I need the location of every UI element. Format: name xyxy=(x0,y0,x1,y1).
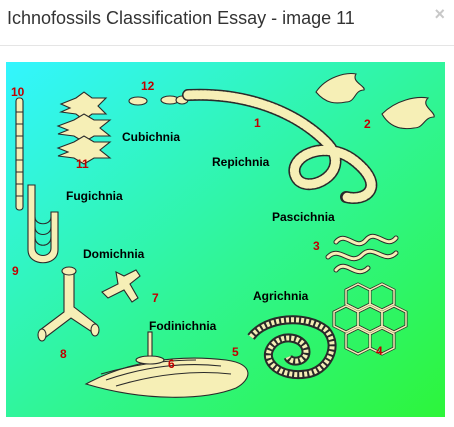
number-8: 8 xyxy=(60,347,67,361)
grazing-trace-3 xyxy=(325,233,399,275)
escape-trace-9 xyxy=(27,184,59,264)
label-cubichnia: Cubichnia xyxy=(122,130,180,144)
modal-header: Ichnofossils Classification Essay - imag… xyxy=(0,0,454,46)
number-2: 2 xyxy=(364,117,371,131)
ichnofossil-figure: Cubichnia Repichnia Fugichnia Pascichnia… xyxy=(6,62,445,417)
number-1: 1 xyxy=(254,116,261,130)
close-button[interactable]: × xyxy=(434,4,445,24)
number-4: 4 xyxy=(376,344,383,358)
branched-burrow-7 xyxy=(101,269,141,303)
label-fodinichnia: Fodinichnia xyxy=(149,319,217,333)
number-3: 3 xyxy=(313,239,320,253)
label-repichnia: Repichnia xyxy=(212,155,270,169)
number-7: 7 xyxy=(152,291,159,305)
crawling-trail-1 xyxy=(182,88,378,204)
tube-burrow-10 xyxy=(15,97,24,211)
number-9: 9 xyxy=(12,264,19,278)
number-6: 6 xyxy=(168,357,175,371)
ichnofossil-illustration: Cubichnia Repichnia Fugichnia Pascichnia… xyxy=(6,62,445,417)
label-domichnia: Domichnia xyxy=(83,247,145,261)
number-12: 12 xyxy=(141,79,155,93)
dwelling-burrow-8 xyxy=(37,266,100,342)
number-11: 11 xyxy=(76,157,89,171)
spiral-network-trace-5 xyxy=(247,315,337,380)
modal-title: Ichnofossils Classification Essay - imag… xyxy=(7,8,355,28)
label-fugichnia: Fugichnia xyxy=(66,189,123,203)
number-5: 5 xyxy=(232,345,239,359)
resting-trace-11 xyxy=(56,91,112,165)
number-10: 10 xyxy=(11,85,25,99)
label-pascichnia: Pascichnia xyxy=(272,210,335,224)
footprint-trace-2 xyxy=(315,73,435,130)
label-agrichnia: Agrichnia xyxy=(253,289,309,303)
feeding-trace-6 xyxy=(84,331,249,398)
